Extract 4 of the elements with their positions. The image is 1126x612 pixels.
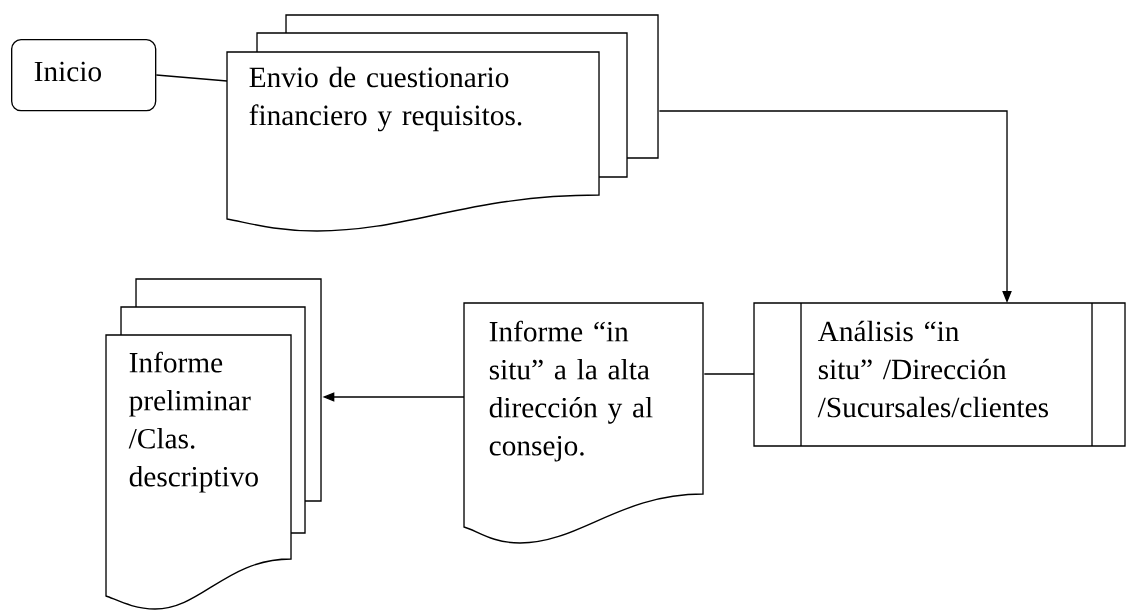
connector-line: [703, 373, 755, 375]
process-box: Análisis “in situ” /Dirección /Sucursales/clientes: [753, 302, 1126, 447]
start-box: Inicio: [11, 39, 157, 112]
connector-line: [155, 74, 228, 82]
